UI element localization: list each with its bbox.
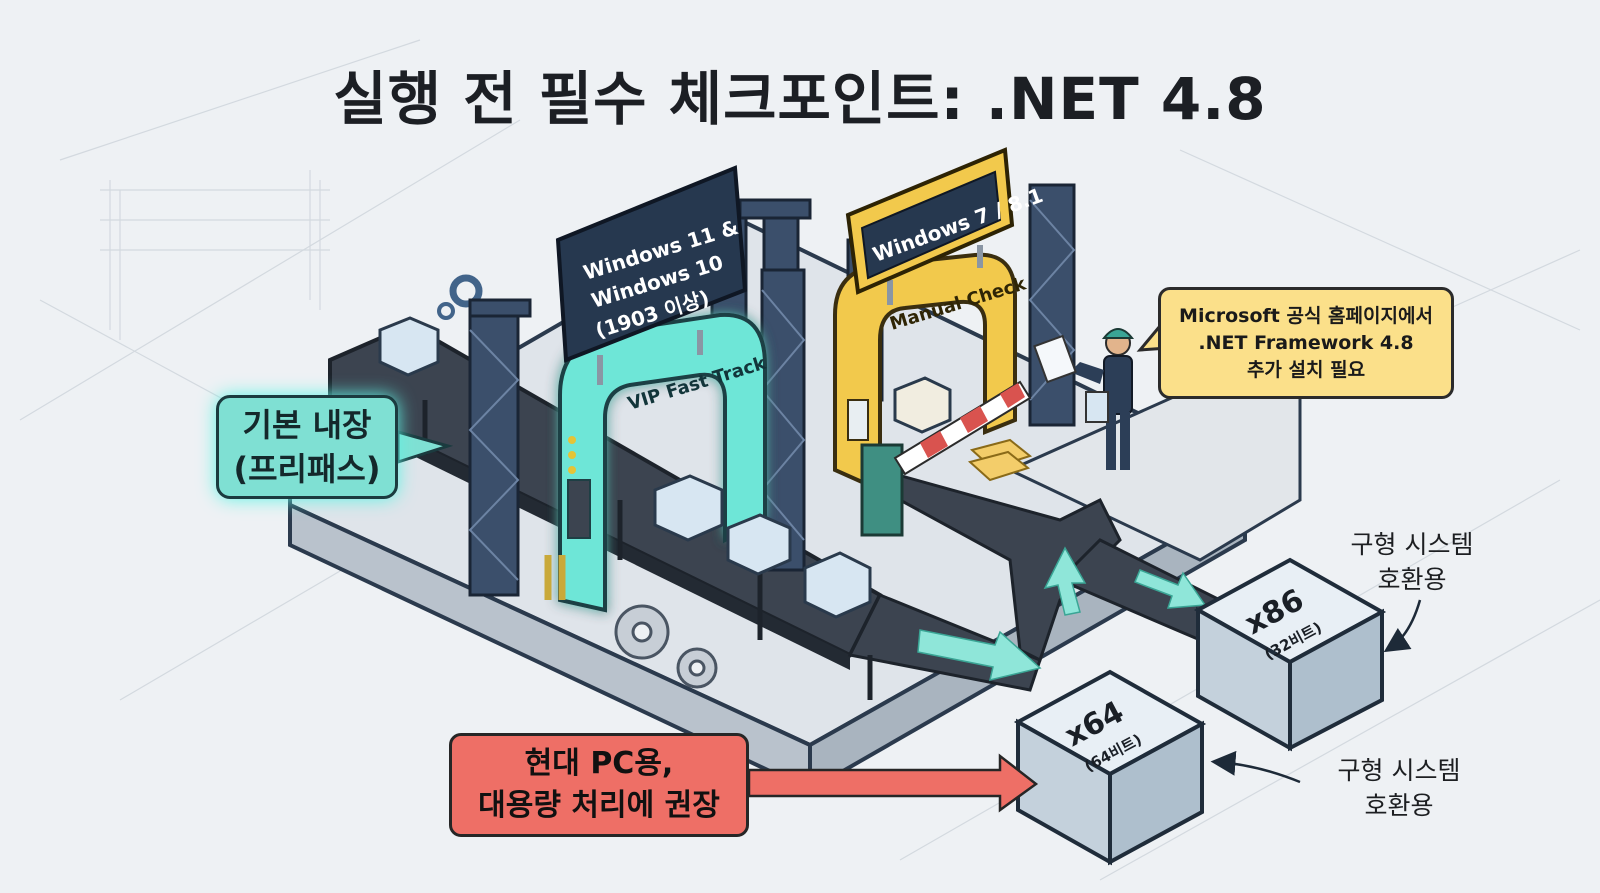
builtin-callout-tail	[396, 430, 454, 465]
legacy-label-bottom: 구형 시스템 호환용	[1304, 753, 1494, 823]
builtin-callout-line: (프리패스)	[233, 450, 381, 488]
builtin-callout-line: 기본 내장	[242, 406, 372, 444]
modern-pointer-arrow	[747, 753, 1039, 813]
install-callout: Microsoft 공식 홈페이지에서 .NET Framework 4.8 추…	[1158, 287, 1454, 399]
package-box	[378, 316, 952, 619]
windows-11-sign	[555, 165, 748, 385]
builtin-callout: 기본 내장 (프리패스)	[216, 395, 398, 499]
legacy-label-line: 구형 시스템	[1350, 530, 1474, 559]
modern-pc-callout: 현대 PC용, 대용량 처리에 권장	[449, 733, 749, 837]
legacy-label-top: 구형 시스템 호환용	[1322, 527, 1502, 597]
modern-pc-callout-line: 대용량 처리에 권장	[478, 788, 720, 823]
modern-pc-callout-line: 현대 PC용,	[524, 746, 674, 781]
install-callout-line: Microsoft 공식 홈페이지에서	[1179, 304, 1433, 327]
legacy-label-line: 호환용	[1377, 565, 1447, 594]
legacy-label-line: 구형 시스템	[1337, 756, 1461, 785]
flow-arrows	[917, 546, 1207, 682]
install-callout-line: 추가 설치 필요	[1246, 358, 1366, 381]
legacy-label-line: 호환용	[1364, 791, 1434, 820]
gear-icon	[614, 604, 718, 689]
windows-7-sign	[845, 147, 1015, 305]
legacy-pointer-arrow	[1383, 599, 1422, 653]
inspector-worker	[1033, 328, 1135, 470]
gear-icon	[437, 274, 483, 320]
install-callout-line: .NET Framework 4.8	[1198, 331, 1414, 354]
x86-box	[1193, 557, 1387, 752]
page-title: 실행 전 필수 체크포인트: .NET 4.8	[333, 65, 1267, 133]
legacy-pointer-arrow	[1210, 750, 1301, 784]
document-stack	[967, 438, 1033, 482]
